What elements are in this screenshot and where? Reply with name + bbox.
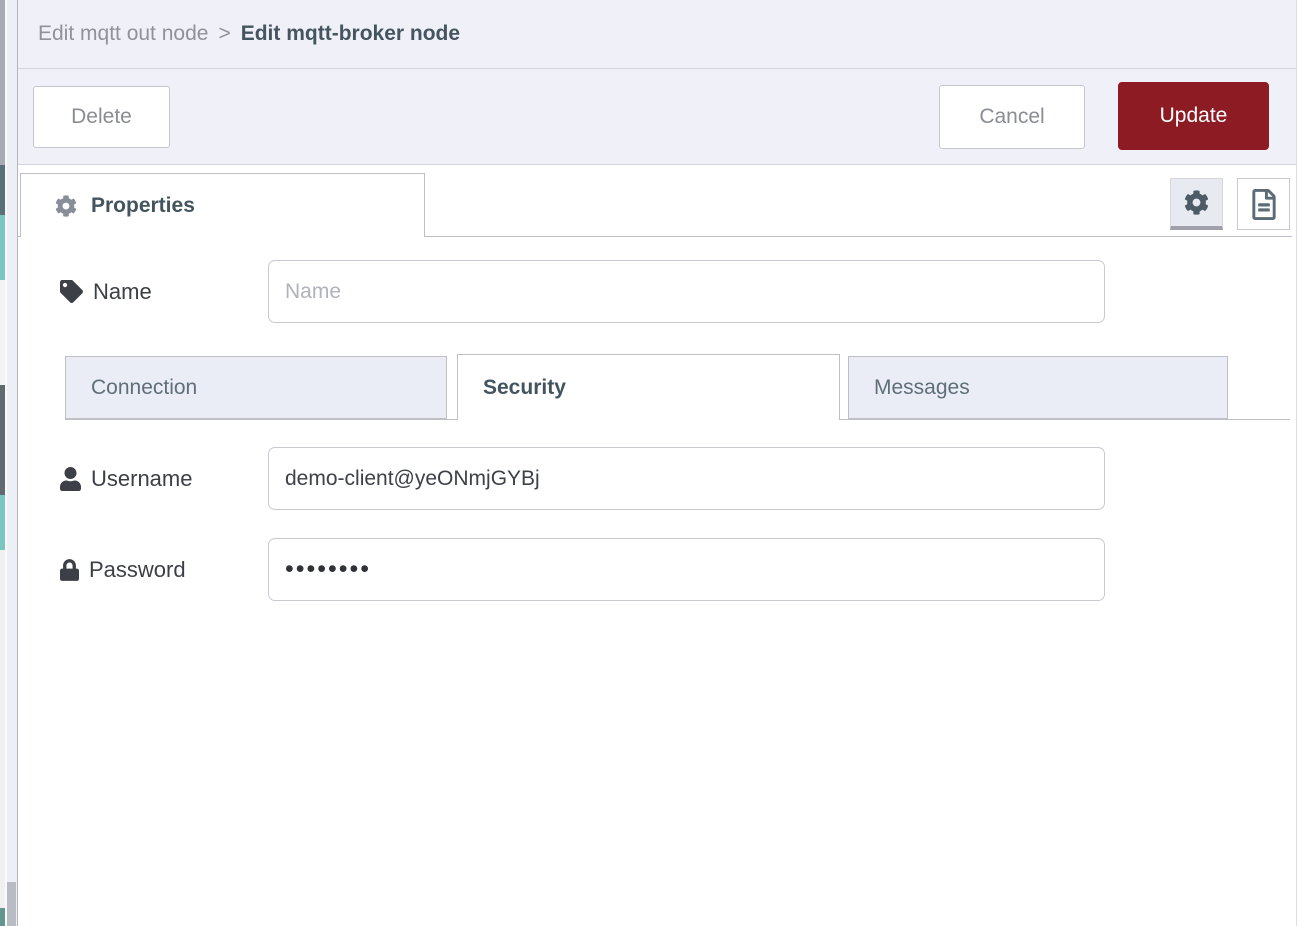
node-description-button[interactable]	[1237, 178, 1290, 230]
palette-node-fragment	[0, 550, 5, 908]
breadcrumb-parent[interactable]: Edit mqtt out node	[38, 22, 209, 45]
name-label-text: Name	[93, 278, 152, 304]
tab-properties-label: Properties	[91, 193, 195, 217]
palette-node-fragment	[0, 385, 5, 495]
username-label-text: Username	[91, 465, 193, 491]
name-field-label: Name	[60, 260, 152, 323]
tab-security-label: Security	[483, 375, 566, 399]
tag-icon	[60, 280, 83, 303]
tray-toolbar: Delete Cancel Update	[18, 69, 1296, 165]
edit-node-tray: Edit mqtt out node > Edit mqtt-broker no…	[18, 0, 1297, 926]
tab-properties[interactable]: Properties	[20, 173, 425, 237]
tab-connection[interactable]: Connection	[65, 356, 447, 419]
editor-tabs-divider	[18, 236, 1292, 237]
node-settings-button[interactable]	[1170, 178, 1223, 230]
password-label-text: Password	[89, 556, 186, 582]
palette-strip	[0, 0, 5, 926]
username-input[interactable]	[268, 447, 1105, 510]
palette-node-fragment	[0, 495, 5, 550]
palette-node-fragment	[0, 908, 5, 926]
tray-body: Properties Name Connection	[18, 166, 1296, 926]
user-icon	[60, 466, 81, 491]
password-input[interactable]	[268, 538, 1105, 601]
palette-node-fragment	[0, 215, 5, 280]
name-input[interactable]	[268, 260, 1105, 323]
broker-tabs: Connection Security Messages	[65, 354, 1290, 420]
cog-icon	[1184, 190, 1209, 215]
cog-icon	[55, 194, 77, 217]
tab-connection-label: Connection	[91, 375, 198, 399]
password-field-label: Password	[60, 538, 186, 601]
palette-node-fragment	[0, 165, 5, 215]
palette-scrollbar[interactable]	[7, 882, 16, 926]
breadcrumb-separator: >	[218, 22, 231, 45]
tray-header: Edit mqtt out node > Edit mqtt-broker no…	[18, 0, 1296, 69]
palette-gutter-edge	[5, 0, 7, 926]
palette-gutter	[5, 0, 18, 926]
username-field-label: Username	[60, 447, 192, 510]
delete-button[interactable]: Delete	[33, 86, 170, 148]
document-icon	[1251, 188, 1276, 220]
tab-messages-label: Messages	[874, 375, 970, 399]
update-button[interactable]: Update	[1118, 82, 1269, 150]
tab-security[interactable]: Security	[457, 354, 840, 420]
cancel-button[interactable]: Cancel	[939, 85, 1085, 149]
page-title: Edit mqtt-broker node	[240, 22, 461, 45]
palette-node-fragment	[0, 280, 5, 385]
tab-messages[interactable]: Messages	[848, 356, 1228, 419]
palette-node-fragment	[0, 0, 5, 165]
lock-icon	[60, 558, 79, 582]
